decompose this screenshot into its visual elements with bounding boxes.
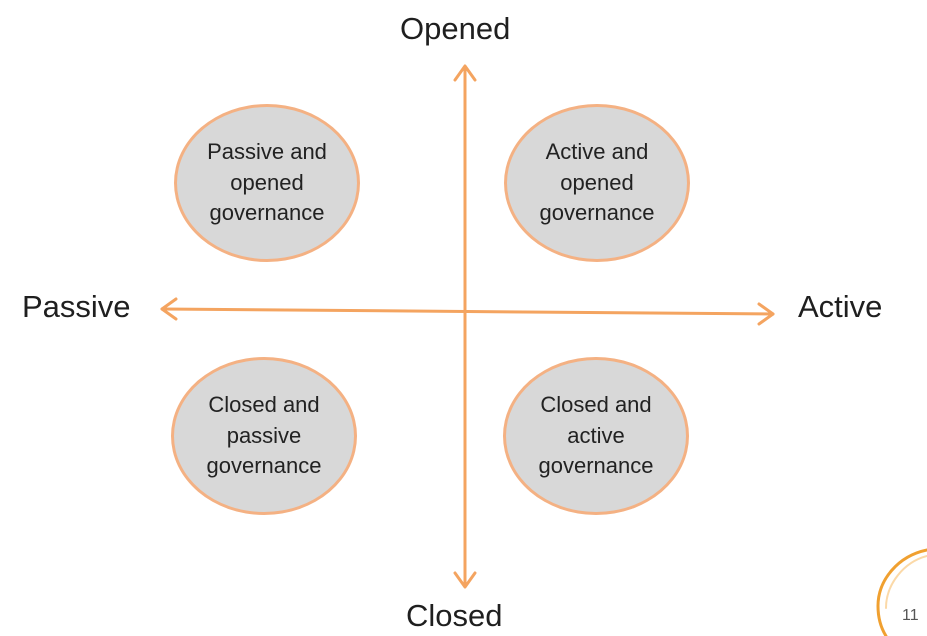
- quadrant-passive-opened: Passive and opened governance: [174, 104, 360, 262]
- arrowhead-left: [160, 297, 178, 321]
- corner-arc-decoration: [876, 548, 927, 636]
- arrowhead-down: [453, 571, 477, 589]
- quadrant-closed-active: Closed and active governance: [503, 357, 689, 515]
- quadrant-label: Closed and active governance: [538, 391, 654, 479]
- arrowhead-up: [453, 64, 477, 82]
- axis-label-opened: Opened: [400, 11, 511, 46]
- quadrant-label: Passive and opened governance: [207, 138, 327, 226]
- axis-label-active: Active: [798, 289, 883, 324]
- page-number: 11: [902, 607, 919, 624]
- quadrant-closed-passive: Closed and passive governance: [171, 357, 357, 515]
- quadrant-active-opened: Active and opened governance: [504, 104, 690, 262]
- horizontal-axis: [160, 307, 775, 316]
- axis-label-passive: Passive: [22, 289, 131, 324]
- quadrant-label: Closed and passive governance: [206, 391, 322, 479]
- axis-label-closed: Closed: [406, 598, 503, 633]
- arrowhead-right: [757, 302, 775, 326]
- quadrant-label: Active and opened governance: [539, 138, 655, 226]
